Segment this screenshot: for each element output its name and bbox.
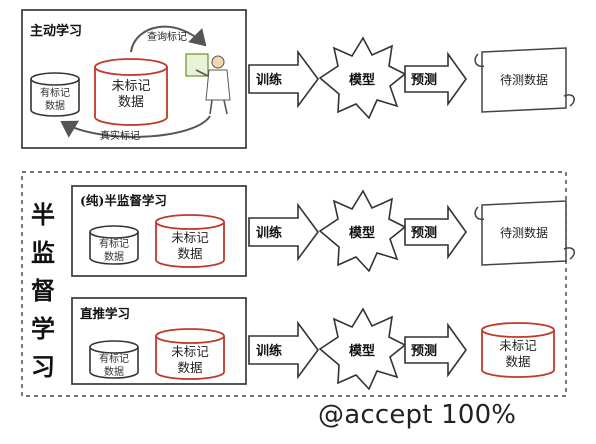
train-label: 训练 <box>256 72 282 88</box>
test-data-scroll-icon: 待测数据 <box>474 200 575 266</box>
semi-supervised-group <box>21 171 567 397</box>
cylinder-label-line2: 数据 <box>505 354 530 369</box>
test-data-label: 待测数据 <box>500 72 548 87</box>
pure-semi-title: (纯)半监督学习 <box>80 193 167 208</box>
pipeline-row-active: 训练 模型 预测 待测数据 <box>248 36 575 120</box>
cylinder-label-line2: 数据 <box>177 246 202 261</box>
expert-teacher-icon <box>185 53 231 115</box>
title-char: 习 <box>31 352 55 381</box>
semi-supervised-vertical-title: 半 监 督 学 习 <box>28 196 58 386</box>
cylinder-label-line2: 数据 <box>104 365 124 378</box>
unlabeled-data-cylinder-3: 未标记 数据 <box>155 328 225 380</box>
cylinder-label-line1: 未标记 <box>499 338 537 353</box>
labeled-data-cylinder-2: 有标记 数据 <box>89 225 139 265</box>
title-char: 监 <box>31 238 55 267</box>
cylinder-label-line1: 有标记 <box>40 86 70 99</box>
train-arrow <box>248 320 319 380</box>
train-label: 训练 <box>256 343 282 359</box>
cylinder-label-line1: 未标记 <box>171 230 209 245</box>
predict-label: 预测 <box>411 72 437 88</box>
true-label-text: 真实标记 <box>100 129 140 142</box>
true-label-arrow <box>60 115 211 138</box>
predict-label: 预测 <box>411 225 437 241</box>
title-char: 学 <box>31 314 55 343</box>
unlabeled-data-output-cylinder: 未标记 数据 <box>481 322 555 378</box>
train-label: 训练 <box>256 225 282 241</box>
cylinder-label-line1: 有标记 <box>99 237 129 250</box>
labeled-data-cylinder-3: 有标记 数据 <box>89 340 139 379</box>
pipeline-row-transductive: 训练 模型 预测 未标记 数据 <box>248 307 555 391</box>
train-arrow <box>248 49 319 109</box>
model-label: 模型 <box>349 225 375 241</box>
unlabeled-data-cylinder-2: 未标记 数据 <box>155 214 225 268</box>
predict-arrow <box>404 322 467 378</box>
cylinder-label-line2: 数据 <box>177 360 202 375</box>
unlabeled-data-cylinder-1: 未标记 数据 <box>94 58 168 126</box>
cylinder-label-line2: 数据 <box>118 95 144 110</box>
title-char: 半 <box>31 200 55 229</box>
cylinder-label-line1: 未标记 <box>171 344 209 359</box>
pipeline-row-pure-semi: 训练 模型 预测 待测数据 <box>248 189 575 273</box>
test-data-label: 待测数据 <box>500 225 548 240</box>
active-learning-title: 主动学习 <box>30 23 82 39</box>
watermark-text: @accept 100% <box>318 400 517 430</box>
test-data-scroll-icon: 待测数据 <box>474 47 575 113</box>
cylinder-label-line1: 未标记 <box>111 79 150 94</box>
cylinder-label-line2: 数据 <box>45 99 65 112</box>
model-label: 模型 <box>349 343 375 359</box>
labeled-data-cylinder-1: 有标记 数据 <box>30 72 80 117</box>
predict-label: 预测 <box>411 343 437 359</box>
query-label: 查询标记 <box>147 30 187 43</box>
predict-arrow <box>404 51 467 107</box>
predict-arrow <box>404 204 467 260</box>
query-arrow <box>130 25 207 53</box>
title-char: 督 <box>31 276 55 305</box>
cylinder-label-line2: 数据 <box>104 250 124 263</box>
cylinder-label-line1: 有标记 <box>99 352 129 365</box>
transductive-title: 直推学习 <box>80 306 130 321</box>
train-arrow <box>248 202 319 262</box>
model-label: 模型 <box>349 72 375 88</box>
